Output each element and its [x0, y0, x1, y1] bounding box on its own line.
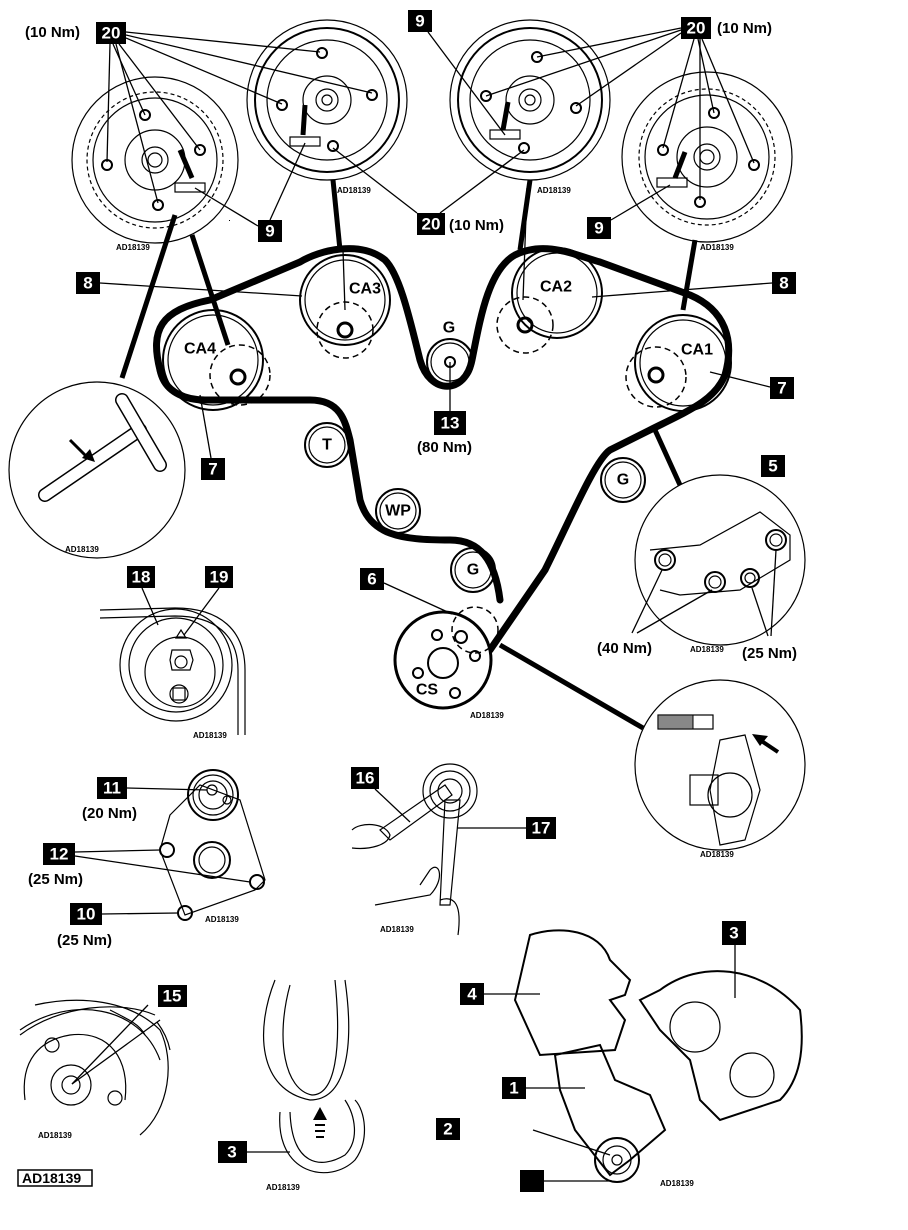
reference-stamp: AD18139	[17, 1169, 93, 1187]
callout-number: 2	[443, 1120, 452, 1139]
callout-number: 8	[83, 274, 92, 293]
crankshaft-pin-detail: AD18139	[498, 642, 806, 859]
pulley-ca2: CA2	[496, 187, 603, 354]
sprocket-alignment-detail: 15 AD18139	[19, 985, 187, 1140]
timing-covers-detail: 3 4 1 2 AD18139	[436, 921, 803, 1192]
pulley-g-right: G	[600, 457, 646, 503]
callout-number: 16	[356, 769, 375, 788]
callout-20-right: 20 (10 Nm)	[485, 17, 772, 200]
image-code: AD18139	[116, 243, 150, 252]
pulley-label: G	[467, 562, 479, 579]
tensioner-adjust-detail: 16 17 AD18139	[351, 763, 556, 936]
torque-label-40: (40 Nm)	[597, 640, 652, 657]
pulley-label: CA4	[184, 341, 216, 358]
image-code: AD18139	[700, 850, 734, 859]
callout-number: 3	[227, 1143, 236, 1162]
pulley-t: T	[304, 422, 350, 468]
pulley-wp: WP	[375, 488, 421, 534]
image-code: AD18139	[205, 915, 239, 924]
callout-8-right: 8	[591, 272, 796, 298]
callout-number: 5	[768, 457, 777, 476]
belt-installation-detail: 3 AD18139	[218, 979, 366, 1192]
image-code: AD18139	[690, 645, 724, 654]
pulley-cs: CS AD18139	[393, 606, 504, 720]
camshaft-sprocket-right: AD18139	[621, 71, 793, 252]
image-code: AD18139	[537, 186, 571, 195]
callout-number: 20	[422, 215, 441, 234]
pulley-label: CA1	[681, 342, 713, 359]
image-code: AD18139	[700, 243, 734, 252]
torque-label: (80 Nm)	[417, 439, 472, 456]
callout-number: 20	[687, 19, 706, 38]
pulley-label: T	[322, 437, 332, 454]
tensioner-mounting-detail: 5 (40 Nm) AD18139 (25 Nm)	[597, 428, 806, 662]
callout-6: 6	[360, 568, 453, 615]
callout-number: 12	[50, 845, 69, 864]
image-code: AD18139	[470, 711, 504, 720]
callout-number: 17	[532, 819, 551, 838]
tensioner-bracket-detail: 11 (20 Nm) 12 (25 Nm) 10 (25 Nm) AD18139	[28, 769, 266, 949]
callout-20-center: 20 (10 Nm)	[332, 147, 525, 235]
pulley-g-lower: G	[450, 547, 496, 593]
callout-7-right: 7	[709, 371, 794, 399]
image-code: AD18139	[38, 1131, 72, 1140]
torque-label: (25 Nm)	[28, 871, 83, 888]
callout-number: 13	[441, 414, 460, 433]
callout-number: 6	[367, 570, 376, 589]
image-code: AD18139	[65, 545, 99, 554]
torque-label: (10 Nm)	[717, 20, 772, 37]
pulley-ca4: CA4	[162, 309, 271, 411]
callout-number: 19	[210, 568, 229, 587]
pulley-label: CA3	[349, 281, 381, 298]
torque-label: (10 Nm)	[25, 24, 80, 41]
callout-number: 3	[729, 924, 738, 943]
callout-number: 9	[265, 222, 274, 241]
pulley-ca3: CA3	[299, 249, 391, 359]
callout-number: 18	[132, 568, 151, 587]
camshaft-sprocket-center-left: AD18139	[246, 19, 408, 195]
callout-number: 11	[103, 779, 121, 798]
callout-number: 7	[208, 460, 217, 479]
callout-number: 7	[777, 379, 786, 398]
callout-number: 10	[77, 905, 96, 924]
pulley-label: G	[617, 472, 629, 489]
callout-number: 1	[509, 1079, 518, 1098]
camshaft-sprocket-center-right: AD18139	[449, 19, 611, 195]
pulley-ca1: CA1	[625, 314, 732, 412]
callout-8-left: 8	[76, 272, 303, 297]
callout-9-right: 9	[587, 184, 671, 239]
callout-number: 9	[415, 12, 424, 31]
camshaft-sprocket-left: AD18139	[71, 76, 239, 252]
callout-9-top-center: 9	[408, 10, 506, 136]
reference-code: AD18139	[22, 1170, 81, 1186]
callout-number: 15	[163, 987, 182, 1006]
torque-label: (10 Nm)	[449, 217, 504, 234]
image-code: AD18139	[337, 186, 371, 195]
pulley-label: CA2	[540, 279, 572, 296]
callout-7-left: 7	[199, 394, 225, 480]
image-code: AD18139	[380, 925, 414, 934]
image-code: AD18139	[193, 731, 227, 740]
pulley-label: G	[443, 320, 455, 337]
pulley-label: CS	[416, 682, 439, 699]
callout-number: 8	[779, 274, 788, 293]
locking-tool-detail: AD18139	[8, 214, 186, 559]
callout-9-left-a: 9	[258, 142, 306, 242]
tensioner-pointer-detail: 18 19 AD18139	[99, 566, 246, 740]
image-code: AD18139	[266, 1183, 300, 1192]
callout-13: 13 (80 Nm)	[417, 362, 472, 456]
torque-label: (20 Nm)	[82, 805, 137, 822]
callout-9-left-b	[194, 187, 259, 227]
torque-label: (25 Nm)	[57, 932, 112, 949]
callout-number: 9	[594, 219, 603, 238]
callout-20-left: (10 Nm) 20	[25, 22, 373, 204]
image-code: AD18139	[660, 1179, 694, 1188]
pulley-label: WP	[385, 503, 411, 520]
callout-number: 20	[102, 24, 121, 43]
torque-label-25: (25 Nm)	[742, 645, 797, 662]
callout-number: 4	[467, 985, 477, 1004]
